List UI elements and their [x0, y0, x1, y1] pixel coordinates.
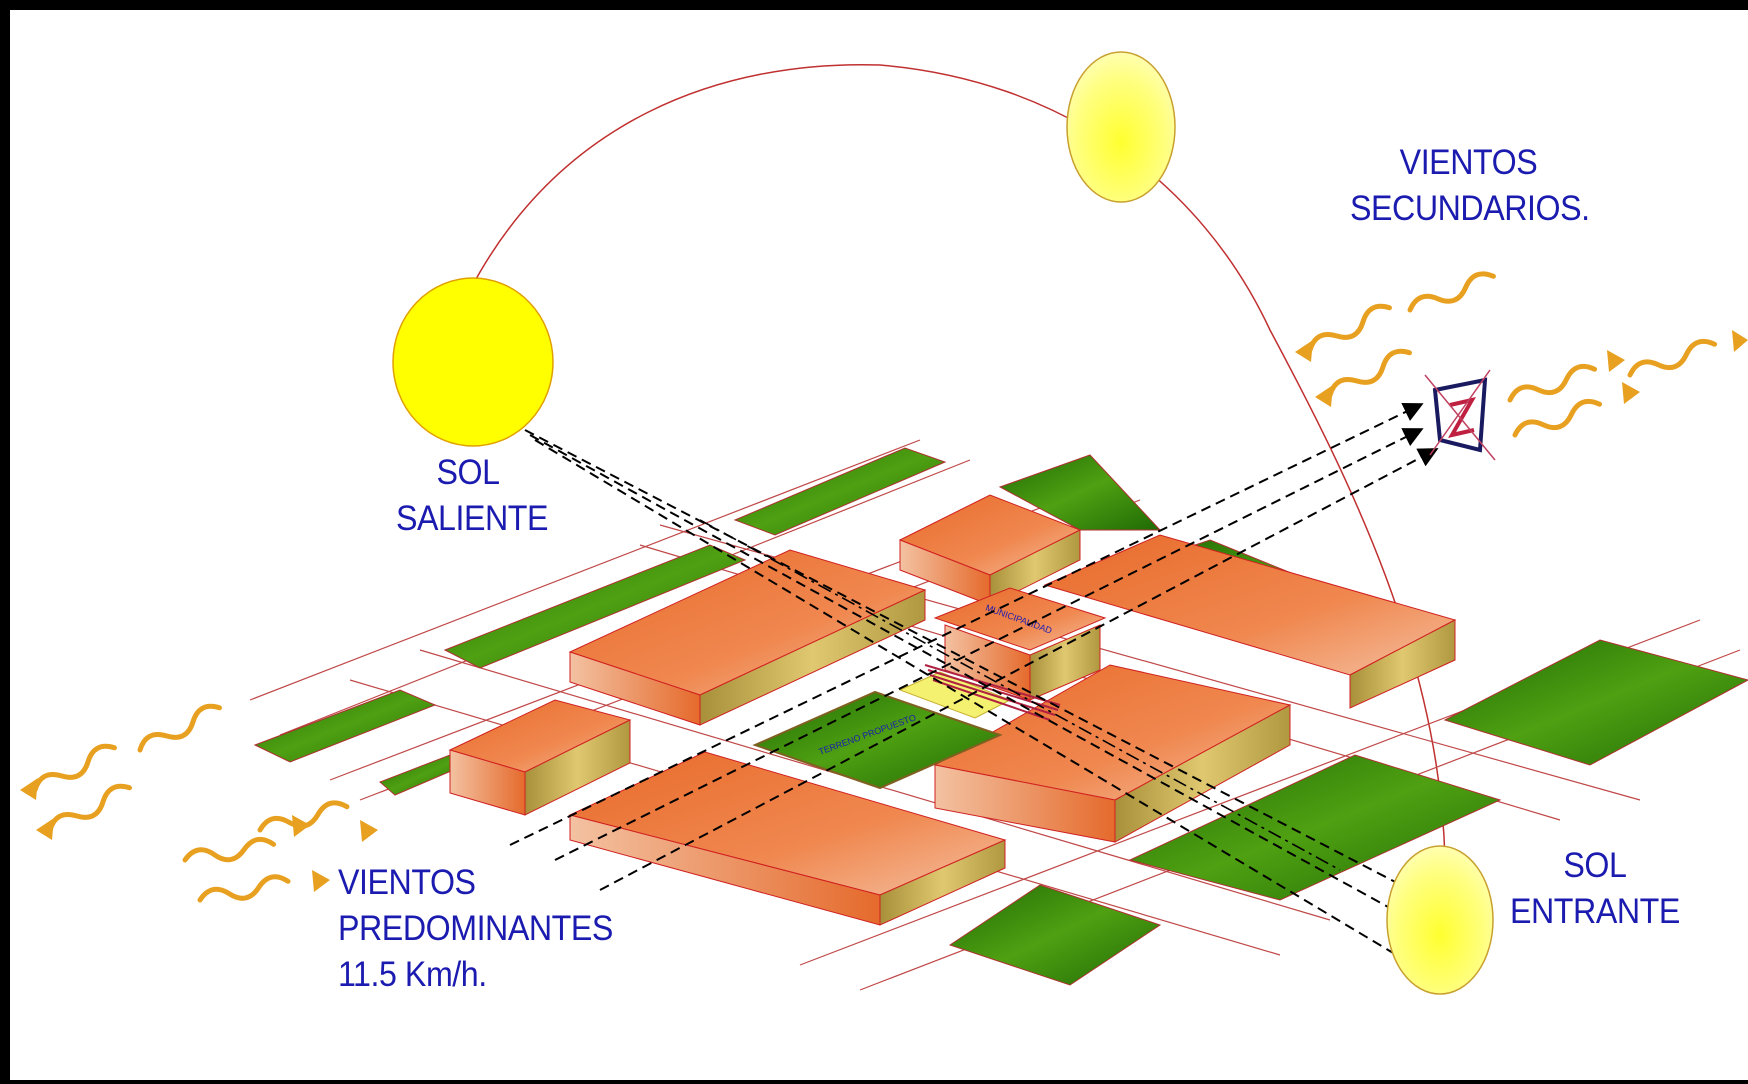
sun-rising [392, 277, 554, 447]
sun-noon [1066, 51, 1176, 203]
wind-lines [509, 402, 1439, 891]
wind-secondary-icons [1295, 269, 1748, 442]
sun-axis-line [699, 519, 1341, 871]
north-arrow-icon [1424, 369, 1496, 461]
sol-saliente-label: SOL SALIENTE [396, 453, 549, 539]
sol-entrante-label: SOL ENTRANTE [1510, 846, 1680, 932]
sun-setting [1386, 845, 1494, 995]
vientos-secundarios-label: VIENTOS SECUNDARIOS. [1350, 143, 1590, 229]
sun-ray-lines [524, 429, 1434, 978]
wind-predominant-icons [20, 701, 378, 907]
terreno-propuesto [752, 690, 1003, 790]
vientos-predominantes-label: VIENTOS PREDOMINANTES 11.5 Km/h. [338, 863, 613, 995]
